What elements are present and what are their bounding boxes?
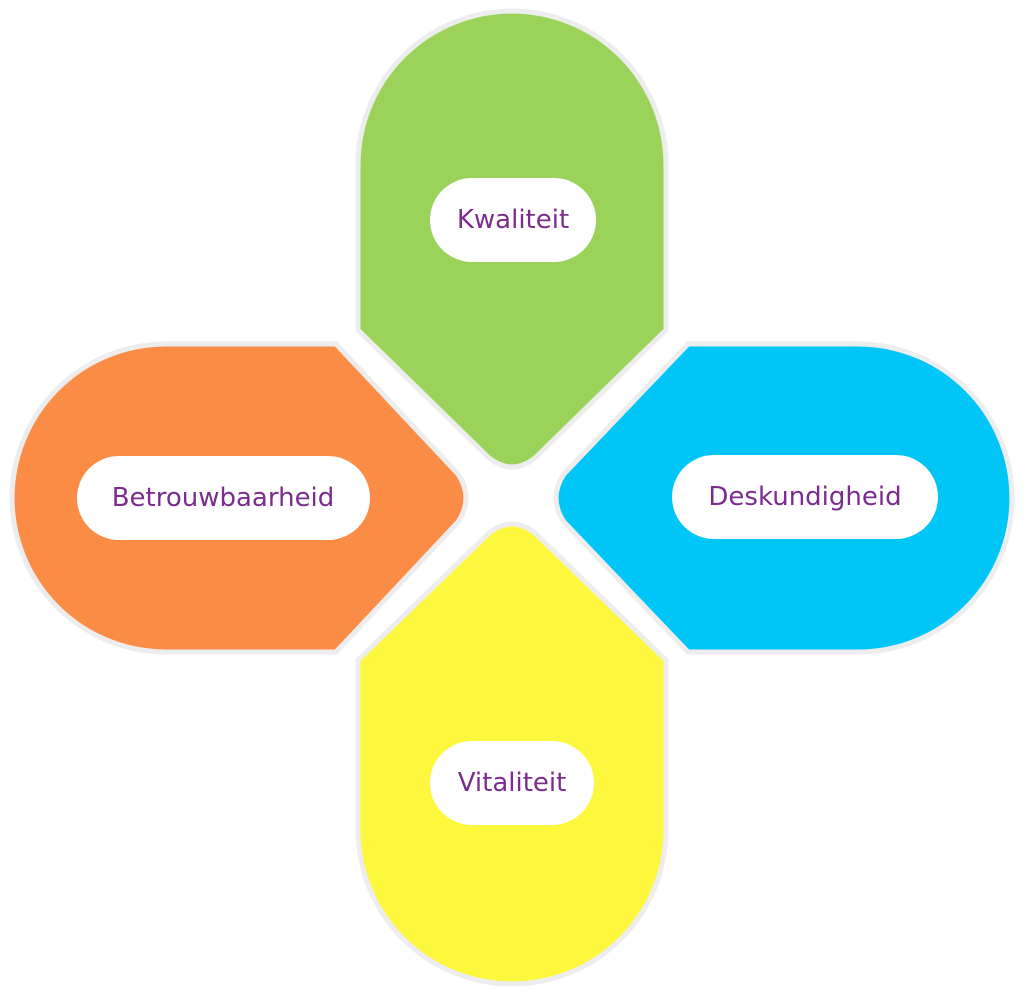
petal-left-pill — [77, 456, 370, 540]
petal-right-pill — [672, 455, 938, 539]
petal-left: Betrouwbaarheid — [9, 341, 469, 655]
petal-left-label: Betrouwbaarheid — [112, 483, 335, 513]
petal-bottom-pill — [430, 741, 594, 825]
petal-right: Deskundigheid — [553, 341, 1015, 655]
petal-bottom-label: Vitaliteit — [458, 768, 567, 798]
petal-top-pill — [430, 178, 596, 262]
petal-top: Kwaliteit — [355, 8, 669, 470]
petal-top-label: Kwaliteit — [457, 205, 569, 235]
petal-right-label: Deskundigheid — [708, 482, 901, 512]
petal-bottom: Vitaliteit — [355, 521, 669, 987]
